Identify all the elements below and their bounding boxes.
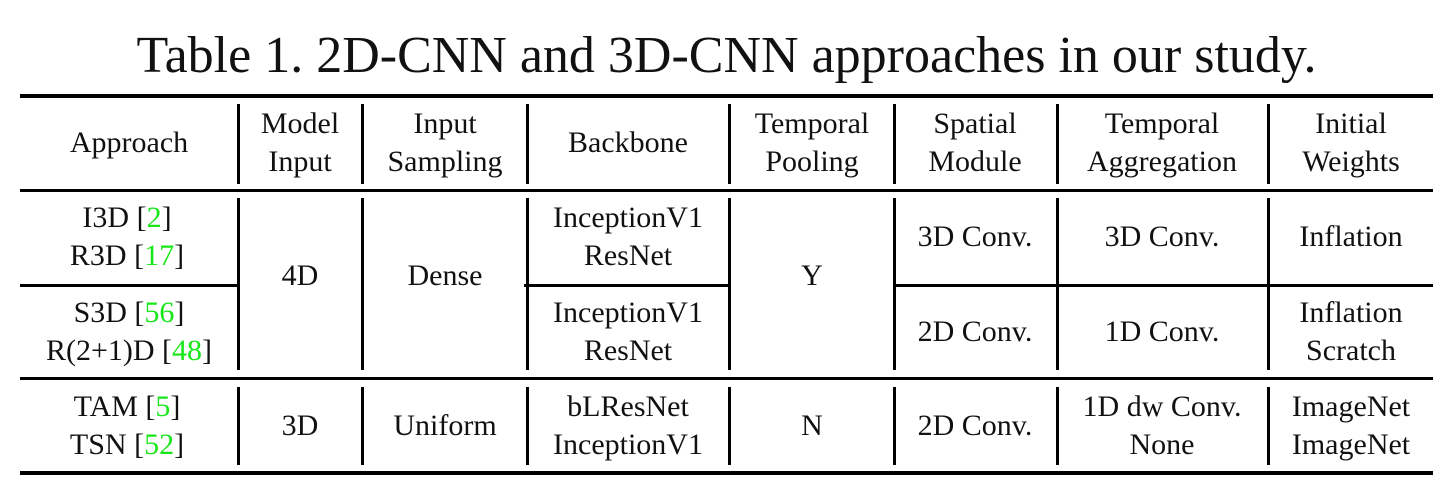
col-divider-g2-7 — [1267, 387, 1270, 465]
backbone-value: ResNet — [583, 239, 673, 272]
temporal-aggregation-value: None — [1129, 428, 1195, 461]
col-divider-g1-7 — [1267, 198, 1270, 370]
header-temporal-pooling-line-2: Pooling — [765, 145, 859, 178]
col-divider-header-3 — [526, 104, 529, 184]
model-input-4d: 4D — [281, 259, 319, 292]
col-divider-header-2 — [361, 104, 364, 184]
header-backbone: Backbone — [568, 124, 688, 162]
col-divider-g1-3 — [526, 198, 529, 370]
approach-r21d: R(2+1)D [48] — [45, 334, 213, 367]
header-approach: Approach — [70, 124, 188, 162]
header-temporal-aggregation-line-1: Temporal — [1104, 107, 1220, 140]
header-spatial-module-line-1: Spatial — [933, 107, 1017, 140]
citation-link[interactable]: 17 — [144, 239, 175, 272]
initial-weights-value: ImageNet — [1291, 428, 1411, 461]
citation-link[interactable]: 56 — [144, 296, 175, 329]
approach-r3d: R3D [17] — [69, 239, 185, 272]
temporal-aggregation-3d: 3D Conv. — [1104, 220, 1220, 253]
spatial-module-3d: 3D Conv. — [917, 220, 1033, 253]
backbone-cell-3: bLResNet InceptionV1 — [553, 388, 703, 464]
approach-cell-tam-tsn: TAM [5] TSN [52] — [70, 388, 184, 464]
backbone-cell-1: InceptionV1 ResNet — [553, 199, 703, 275]
backbone-value: InceptionV1 — [553, 201, 703, 234]
header-temporal-aggregation-line-2: Aggregation — [1087, 145, 1237, 178]
citation-link[interactable]: 2 — [146, 201, 162, 234]
col-divider-g1-5 — [893, 198, 896, 370]
temporal-aggregation-cell-g2: 1D dw Conv. None — [1083, 388, 1242, 464]
col-divider-g1-6 — [1056, 198, 1059, 370]
backbone-cell-2: InceptionV1 ResNet — [553, 294, 703, 370]
spatial-module-2d: 2D Conv. — [917, 315, 1033, 348]
header-input-sampling-line-2: Sampling — [387, 145, 503, 178]
header-input-sampling: Input Sampling — [387, 105, 502, 181]
approach-tam: TAM [5] — [73, 390, 181, 423]
col-divider-g2-3 — [526, 387, 529, 465]
initial-weights-inflation: Inflation — [1299, 220, 1403, 253]
initial-weights-value: Scratch — [1306, 334, 1396, 367]
backbone-value: ResNet — [583, 334, 673, 367]
temporal-pooling-n: N — [801, 409, 823, 442]
backbone-split-rule — [524, 284, 731, 287]
header-spatial-module-line-2: Module — [928, 145, 1022, 178]
col-divider-header-6 — [1056, 104, 1059, 184]
header-model-input-line-2: Input — [268, 145, 332, 178]
citation-link[interactable]: 48 — [172, 334, 203, 367]
backbone-value: bLResNet — [567, 390, 689, 423]
table-caption: Table 1. 2D-CNN and 3D-CNN approaches in… — [136, 27, 1317, 84]
initial-weights-value: ImageNet — [1291, 390, 1411, 423]
header-model-input: Model Input — [261, 105, 339, 181]
model-input-3d: 3D — [281, 409, 319, 442]
col-divider-g1-4 — [728, 198, 731, 370]
initial-weights-cell-g2: ImageNet ImageNet — [1292, 388, 1410, 464]
header-temporal-pooling-line-1: Temporal — [754, 107, 870, 140]
header-initial-weights: Initial Weights — [1302, 105, 1400, 181]
col-divider-header-1 — [237, 104, 240, 184]
input-sampling-uniform: Uniform — [393, 409, 497, 442]
bottom-rule — [20, 471, 1433, 475]
approach-split-rule — [20, 284, 238, 287]
col-divider-g2-6 — [1056, 387, 1059, 465]
header-temporal-aggregation: Temporal Aggregation — [1087, 105, 1237, 181]
initial-weights-value: Inflation — [1299, 296, 1403, 329]
approach-s3d: S3D [56] — [73, 296, 185, 329]
temporal-aggregation-1d: 1D Conv. — [1104, 315, 1220, 348]
col-divider-header-4 — [728, 104, 731, 184]
top-rule — [20, 94, 1433, 98]
module-split-rule — [893, 284, 1433, 287]
header-approach-text: Approach — [69, 126, 189, 159]
spatial-module-2d-g2: 2D Conv. — [917, 409, 1033, 442]
temporal-aggregation-value: 1D dw Conv. — [1082, 390, 1242, 423]
col-divider-g2-5 — [893, 387, 896, 465]
backbone-value: InceptionV1 — [553, 428, 703, 461]
approach-cell-i3d-r3d: I3D [2] R3D [17] — [70, 199, 184, 275]
header-rule — [20, 189, 1433, 192]
header-model-input-line-1: Model — [260, 107, 340, 140]
initial-weights-cell-2: Inflation Scratch — [1299, 294, 1402, 370]
temporal-pooling-y: Y — [801, 259, 823, 292]
header-spatial-module: Spatial Module — [928, 105, 1021, 181]
col-divider-header-5 — [893, 104, 896, 184]
group-rule — [20, 377, 1433, 380]
col-divider-g1-2 — [361, 198, 364, 370]
citation-link[interactable]: 52 — [144, 428, 175, 461]
header-initial-weights-line-2: Weights — [1302, 145, 1400, 178]
backbone-value: InceptionV1 — [553, 296, 703, 329]
approach-i3d: I3D [2] — [82, 201, 172, 234]
header-initial-weights-line-1: Initial — [1315, 107, 1387, 140]
col-divider-g2-2 — [361, 387, 364, 465]
citation-link[interactable]: 5 — [155, 390, 171, 423]
approach-cell-s3d-r21d: S3D [56] R(2+1)D [48] — [46, 294, 212, 370]
header-temporal-pooling: Temporal Pooling — [755, 105, 870, 181]
col-divider-header-7 — [1267, 104, 1270, 184]
col-divider-g2-1 — [237, 387, 240, 465]
col-divider-g2-4 — [728, 387, 731, 465]
header-input-sampling-line-1: Input — [413, 107, 477, 140]
input-sampling-dense: Dense — [407, 259, 483, 292]
header-backbone-text: Backbone — [568, 126, 688, 159]
col-divider-g1-1 — [237, 198, 240, 370]
approach-tsn: TSN [52] — [69, 428, 185, 461]
